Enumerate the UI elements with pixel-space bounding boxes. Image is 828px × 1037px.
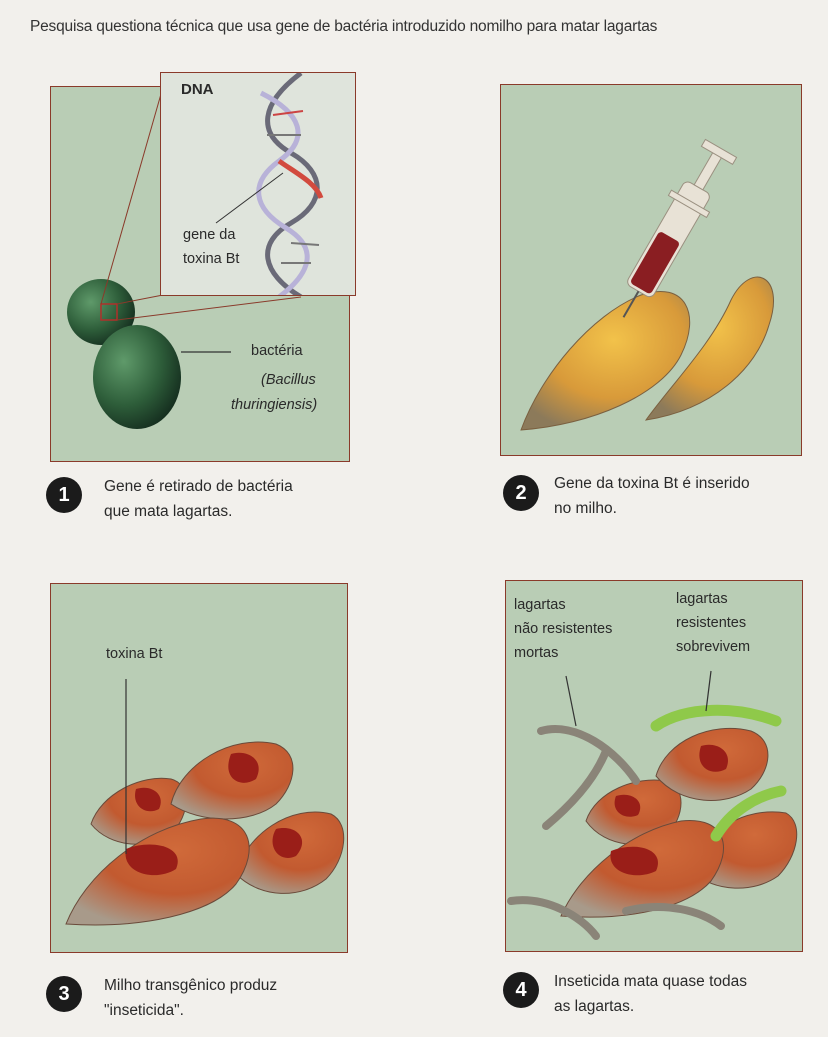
panel-3-transgenic-corn: toxina Bt (50, 583, 348, 953)
panel-2-injection (500, 84, 802, 456)
alive-label-line3: sobrevivem (676, 637, 750, 658)
dna-inset: DNA gene da toxina Bt (160, 72, 356, 296)
bacteria-label: bactéria (251, 341, 303, 362)
dead-label-line1: lagartas (514, 595, 566, 616)
alive-label-line1: lagartas (676, 589, 728, 610)
step-3-caption-line1: Milho transgênico produz (104, 973, 277, 998)
dead-label-line2: não resistentes (514, 619, 612, 640)
step-3-caption-line2: "inseticida". (104, 998, 184, 1023)
step-1-badge: 1 (46, 477, 82, 513)
step-4-caption-line1: Inseticida mata quase todas (554, 969, 747, 994)
syringe-corn-illustration (501, 85, 802, 456)
step-2-badge: 2 (503, 475, 539, 511)
toxin-label: toxina Bt (106, 644, 162, 665)
gene-label-line1: gene da (183, 225, 235, 246)
dead-label-line3: mortas (514, 643, 558, 664)
page-title: Pesquisa questiona técnica que usa gene … (30, 18, 657, 36)
alive-label-line2: resistentes (676, 613, 746, 634)
step-4-badge: 4 (503, 972, 539, 1008)
step-2-caption-line2: no milho. (554, 496, 617, 521)
transgenic-corn-illustration (51, 584, 348, 953)
bacteria-species-line2: thuringiensis) (231, 395, 317, 416)
step-2-caption-line1: Gene da toxina Bt é inserido (554, 471, 750, 496)
gene-label-line2: toxina Bt (183, 249, 239, 270)
panel-4-caterpillars: lagartas não resistentes mortas lagartas… (505, 580, 803, 952)
bacteria-species-line1: (Bacillus (261, 370, 316, 391)
step-4-caption-line2: as lagartas. (554, 994, 634, 1019)
step-1-caption-line2: que mata lagartas. (104, 499, 232, 524)
step-1-caption-line1: Gene é retirado de bactéria (104, 474, 293, 499)
step-3-badge: 3 (46, 976, 82, 1012)
